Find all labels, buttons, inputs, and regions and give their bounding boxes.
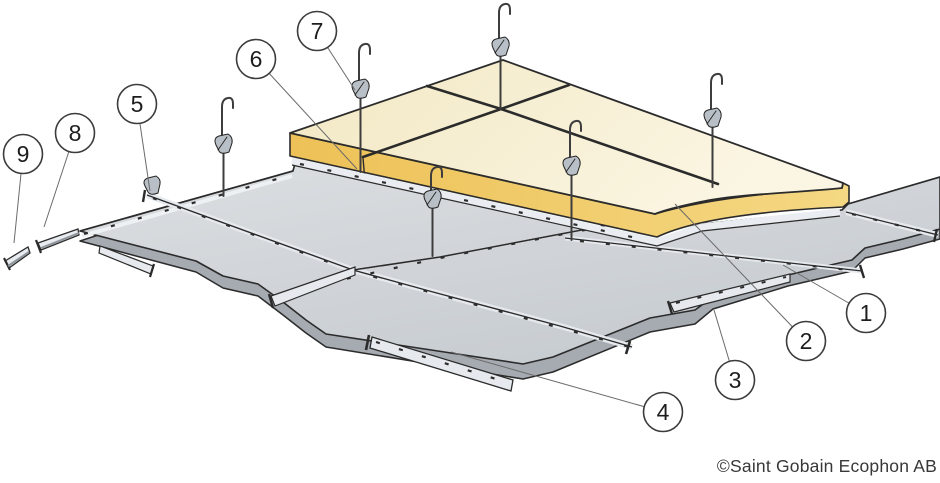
callout-2: 2 [674, 203, 827, 362]
cross-tee-joint [267, 224, 609, 309]
callout-1: 1 [782, 264, 887, 334]
leader-line-6 [255, 58, 358, 170]
panel-edge-face [289, 132, 850, 238]
callout-circle-5 [116, 83, 158, 125]
hold-down-clip [143, 175, 161, 195]
callout-label-3: 3 [729, 367, 742, 393]
hanger-6 [703, 72, 723, 188]
hanger-5 [562, 119, 582, 241]
loose-profiles [3, 228, 80, 271]
leader-line-2 [674, 203, 807, 342]
runner-right-end [845, 209, 939, 243]
copyright-text: ©Saint Gobain Ecophon AB [716, 456, 937, 476]
leader-line-4 [450, 351, 664, 413]
connector-piece-item9 [3, 246, 31, 271]
callout-circle-6 [235, 38, 277, 80]
callout-circle-7 [296, 10, 338, 52]
callout-label-1: 1 [860, 300, 873, 326]
callout-label-9: 9 [17, 141, 30, 167]
callout-circle-4 [642, 391, 684, 433]
callout-9: 9 [2, 133, 44, 244]
callout-circle-9 [2, 133, 44, 175]
callouts: 1 2 3 4 5 6 7 [2, 10, 887, 433]
cross-tee-item3 [666, 273, 791, 315]
callout-8: 8 [43, 112, 96, 228]
tile-field [79, 159, 940, 392]
callout-circle-1 [845, 292, 887, 334]
cross-tee-piece-item8 [34, 228, 80, 254]
hanger-1 [214, 96, 234, 197]
suspension-hangers [214, 2, 723, 257]
back-edge-runner-profile [79, 170, 294, 238]
callout-circle-8 [54, 112, 96, 154]
runner-under-panel [291, 157, 841, 247]
runner-stub-left [98, 245, 156, 278]
callout-label-5: 5 [131, 91, 144, 117]
callout-label-7: 7 [311, 18, 324, 44]
main-runner-profile [141, 189, 633, 355]
callout-3: 3 [713, 309, 756, 401]
callout-circle-2 [785, 320, 827, 362]
callout-7: 7 [296, 10, 356, 91]
acoustic-panel-layer [289, 59, 850, 247]
main-runner-item4 [364, 334, 514, 392]
callout-label-2: 2 [800, 328, 813, 354]
hanger-2 [351, 42, 371, 173]
callout-5: 5 [116, 83, 158, 192]
callout-circle-3 [714, 359, 756, 401]
runner-mid [564, 235, 866, 279]
callout-label-6: 6 [250, 46, 263, 72]
hanger-3 [423, 165, 443, 257]
callout-label-8: 8 [69, 120, 82, 146]
hanger-4 [491, 2, 511, 110]
callout-4: 4 [450, 351, 684, 433]
callout-label-4: 4 [657, 399, 670, 425]
callout-6: 6 [235, 38, 358, 170]
panel-top-surface [289, 59, 844, 215]
